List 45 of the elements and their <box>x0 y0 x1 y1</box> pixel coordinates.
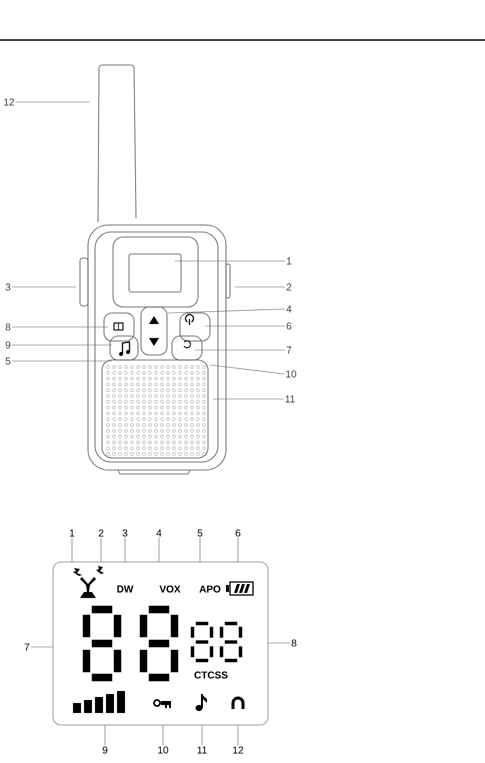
callout-number: 4 <box>286 306 292 312</box>
leader-line <box>30 646 53 648</box>
callout-number: 4 <box>156 530 162 536</box>
leader-line <box>104 725 106 746</box>
indicator-label: VOX <box>160 585 180 593</box>
callout-number: 1 <box>70 530 74 536</box>
callout-number: 10 <box>158 746 168 754</box>
callout-number: 5 <box>6 358 10 364</box>
display-frame <box>52 562 268 726</box>
callout-number: 12 <box>4 98 14 106</box>
callout-number: 10 <box>286 370 296 378</box>
callout-number: 8 <box>292 639 296 647</box>
leader-line <box>168 308 286 314</box>
leader-line <box>124 537 126 562</box>
callout-number: 2 <box>98 530 104 536</box>
leader-line <box>12 344 112 346</box>
callout-number: 3 <box>6 283 10 291</box>
callout-number: 6 <box>236 529 240 537</box>
leader-line <box>158 537 160 562</box>
callout-number: 3 <box>122 529 128 537</box>
leader-line <box>12 286 76 288</box>
indicator-label: APO <box>199 585 220 593</box>
callout-number: 7 <box>24 644 30 650</box>
leader-line <box>100 537 102 562</box>
callout-number: 8 <box>6 323 10 331</box>
callout-number: 2 <box>286 284 292 290</box>
callout-number: 7 <box>286 346 292 354</box>
indicator-label: CTCSS <box>194 671 228 679</box>
leader-line <box>174 260 286 262</box>
callout-number: 11 <box>286 396 295 402</box>
callout-number: 9 <box>6 341 10 349</box>
leader-line <box>12 360 112 362</box>
leader-line <box>268 642 290 644</box>
callout-number: 5 <box>198 530 202 536</box>
leader-line <box>12 326 108 328</box>
callout-number: 11 <box>198 746 207 754</box>
callout-number: 9 <box>102 746 108 754</box>
leader-line <box>162 725 164 746</box>
callout-number: 12 <box>233 746 244 754</box>
indicator-label: DW <box>117 586 134 592</box>
callout-number: 6 <box>286 322 292 330</box>
leader-line <box>210 364 285 374</box>
leader-line <box>212 398 284 400</box>
leader-line <box>234 286 286 288</box>
callout-number: 1 <box>287 258 292 264</box>
